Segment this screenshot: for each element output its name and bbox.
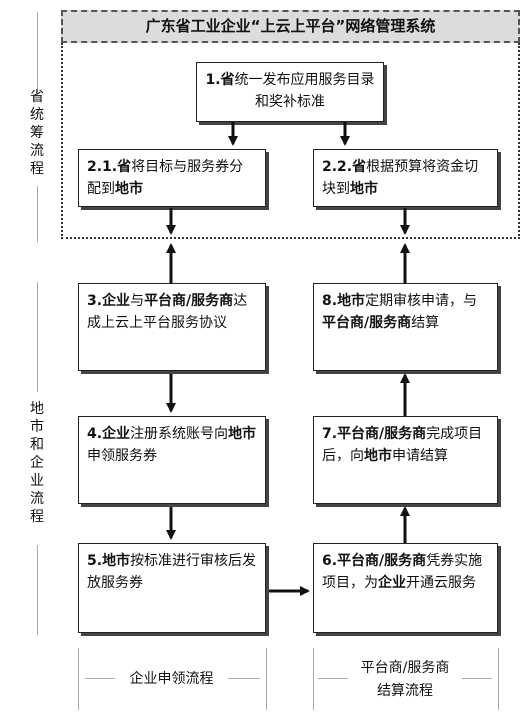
actor-platform: 平台商/服务商 xyxy=(144,293,234,309)
side-separator-city-top xyxy=(37,282,38,392)
step-number: 4. xyxy=(87,426,103,442)
side-separator-province-bottom xyxy=(37,186,38,242)
step-text: 完成项目后，向 xyxy=(322,426,483,464)
step-text: 结算 xyxy=(411,315,440,331)
step-7-box: 7.平台商/服务商完成项目后，向地市申请结算 xyxy=(313,416,498,504)
bottom-label-enterprise: 企业申领流程 xyxy=(129,671,214,687)
bottom-separator-mid-right xyxy=(313,648,314,710)
actor-enterprise: 企业 xyxy=(378,575,406,591)
province-process-region xyxy=(61,43,520,239)
bottom-rule-left-b xyxy=(228,678,260,679)
step-4-box: 4.企业注册系统账号向地市申领服务券 xyxy=(78,416,266,504)
step-text: 定期审核申请，与 xyxy=(365,293,478,309)
side-label-city: 地市和企业流程 xyxy=(30,401,44,525)
step-text: 申请结算 xyxy=(392,448,448,464)
step-number: 6. xyxy=(322,553,338,569)
step-number: 5. xyxy=(87,553,103,569)
step-number: 1. xyxy=(205,72,221,88)
step-number: 2.1. xyxy=(87,159,118,175)
step-2-1-box: 2.1.省将目标与服务券分配到地市 xyxy=(78,149,266,207)
step-text: 统一发布应用服务目录和奖补标准 xyxy=(234,72,375,110)
step-text: 按标准进行审核后发放服务券 xyxy=(87,553,257,591)
actor-city: 地市 xyxy=(337,293,366,309)
step-6-box: 6.平台商/服务商凭券实施项目，为企业开通云服务 xyxy=(313,543,498,633)
actor-enterprise: 企业 xyxy=(102,293,131,309)
actor-city: 地市 xyxy=(228,426,257,442)
actor-city: 地市 xyxy=(364,448,392,464)
step-number: 2.2. xyxy=(322,159,353,175)
actor-platform: 平台商/服务商 xyxy=(322,315,412,331)
step-text: 根据预算将资金切块到 xyxy=(322,159,479,197)
actor-city: 地市 xyxy=(115,181,143,197)
bottom-label-platform-line1: 平台商/服务商 xyxy=(360,660,450,676)
bottom-label-platform-line2: 结算流程 xyxy=(377,683,433,699)
bottom-rule-right-a xyxy=(318,678,348,679)
bottom-separator-left xyxy=(78,648,79,710)
actor-enterprise: 企业 xyxy=(102,426,131,442)
step-text: 注册系统账号向 xyxy=(130,426,229,442)
diagram-title: 广东省工业企业“上云上平台”网络管理系统 xyxy=(61,10,520,43)
step-text: 开通云服务 xyxy=(406,575,476,591)
step-number: 8. xyxy=(322,293,338,309)
bottom-separator-right xyxy=(498,648,499,710)
step-1-box: 1.省统一发布应用服务目录和奖补标准 xyxy=(196,62,384,122)
step-text: 达成上云上平台服务协议 xyxy=(87,293,248,331)
actor-city: 地市 xyxy=(102,553,131,569)
step-text: 申领服务券 xyxy=(87,448,157,464)
bottom-rule-right-b xyxy=(462,678,492,679)
side-separator-city-bottom xyxy=(37,545,38,635)
actor-city: 地市 xyxy=(350,181,378,197)
bottom-separator-mid-left xyxy=(266,648,267,710)
step-number: 7. xyxy=(322,426,338,442)
step-5-box: 5.地市按标准进行审核后发放服务券 xyxy=(78,543,266,633)
actor-province: 省 xyxy=(352,159,367,175)
step-3-box: 3.企业与平台商/服务商达成上云上平台服务协议 xyxy=(78,283,266,371)
step-text: 凭券实施项目，为 xyxy=(322,553,483,591)
step-number: 3. xyxy=(87,293,103,309)
actor-province: 省 xyxy=(220,72,235,88)
side-separator-top xyxy=(37,12,38,92)
step-text: 将目标与服务券分配到 xyxy=(87,159,244,197)
side-label-province: 省统筹流程 xyxy=(30,89,44,177)
step-8-box: 8.地市定期审核申请，与平台商/服务商结算 xyxy=(313,283,498,371)
actor-platform: 平台商/服务商 xyxy=(337,426,427,442)
step-text: 与 xyxy=(130,293,145,309)
actor-platform: 平台商/服务商 xyxy=(337,553,427,569)
step-2-2-box: 2.2.省根据预算将资金切块到地市 xyxy=(313,149,498,207)
actor-province: 省 xyxy=(117,159,132,175)
bottom-rule-left-a xyxy=(85,678,115,679)
